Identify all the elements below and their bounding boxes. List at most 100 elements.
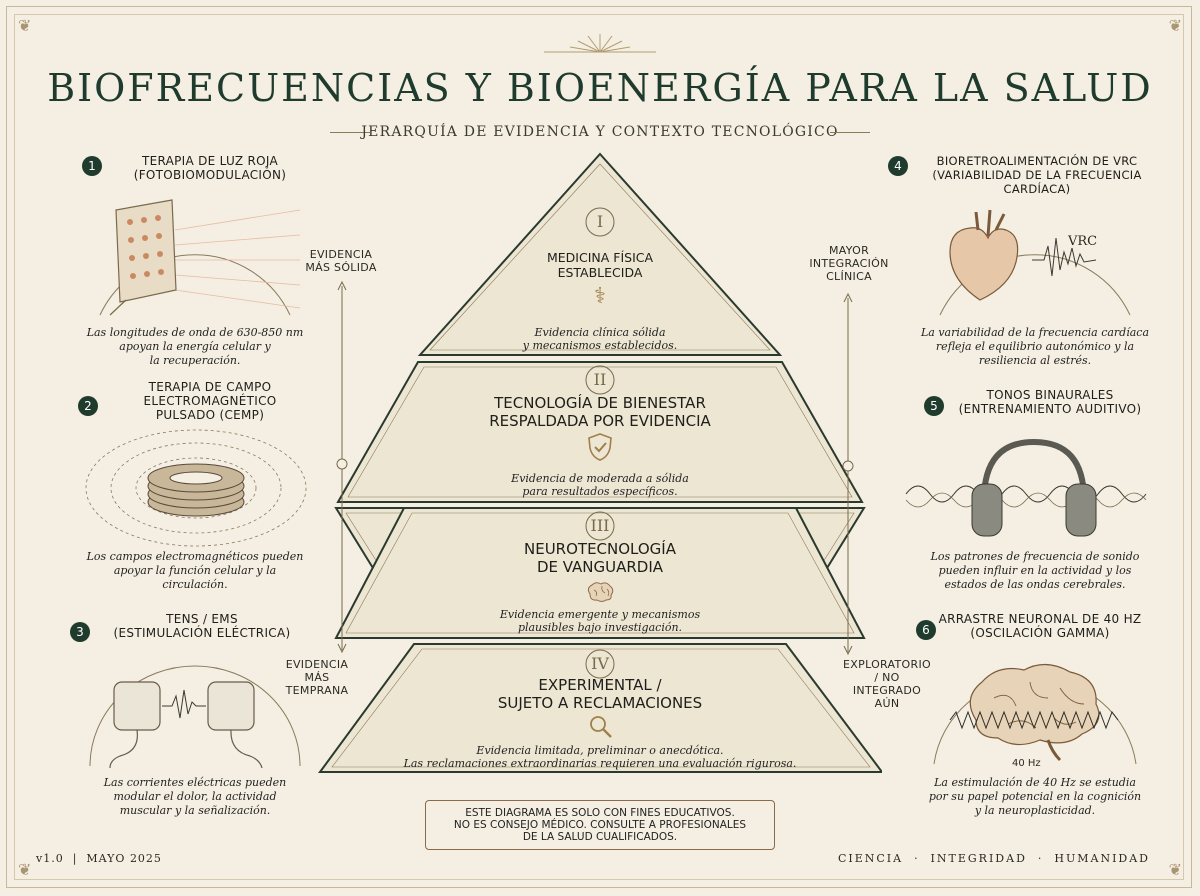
item-6-desc-line: La estimulación de 40 Hz se estudia xyxy=(934,776,1136,789)
item-3-desc-line: modular el dolor, la actividad xyxy=(113,790,277,803)
40hz-label: 40 Hz xyxy=(1012,758,1041,769)
corner-ornament-icon: ❦ xyxy=(18,16,32,35)
item-5-title-line: TONOS BINAURALES xyxy=(986,388,1114,402)
tier-3-desc-line: plausibles bajo investigación. xyxy=(517,621,683,634)
tier-4-label: EXPERIMENTAL / SUJETO A RECLAMACIONES xyxy=(420,676,780,712)
corner-ornament-icon: ❦ xyxy=(1168,16,1182,35)
values-footer: CIENCIA · INTEGRIDAD · HUMANIDAD xyxy=(837,852,1150,865)
item-2-desc-line: circulación. xyxy=(162,578,228,591)
numeral-circle xyxy=(585,365,615,395)
sunburst-ornament-icon xyxy=(544,34,656,53)
tier-1-desc-line: Evidencia clínica sólida xyxy=(534,326,666,339)
item-4-description: La variabilidad de la frecuencia cardíac… xyxy=(920,326,1150,368)
pyramid-tier-3-overlay xyxy=(334,507,866,639)
item-2-desc-line: Los campos electromagnéticos pueden xyxy=(86,550,304,563)
item-5-title-line: (ENTRENAMIENTO AUDITIVO) xyxy=(958,402,1142,416)
tier-4-description: Evidencia limitada, preliminar o anecdót… xyxy=(400,744,800,770)
tier-1-label: MEDICINA FÍSICA ESTABLECIDA xyxy=(480,250,720,280)
tier-2-numeral: II xyxy=(593,370,607,389)
item-3-desc-line: muscular y la señalización. xyxy=(119,804,271,817)
item-2-title: TERAPIA DE CAMPO ELECTROMAGNÉTICO PULSAD… xyxy=(90,380,330,422)
item-2-description: Los campos electromagnéticos pueden apoy… xyxy=(80,550,310,592)
tier-3-label-line: DE VANGUARDIA xyxy=(536,558,664,576)
numeral-circle xyxy=(585,511,615,541)
item-4-desc-line: La variabilidad de la frecuencia cardíac… xyxy=(920,326,1150,339)
item-2-title-line: TERAPIA DE CAMPO xyxy=(148,380,272,394)
item-4-title-line: BIORETROALIMENTACIÓN DE VRC xyxy=(936,154,1138,168)
pyramid-tier-2 xyxy=(336,361,864,503)
item-4-desc-line: resiliencia al estrés. xyxy=(978,354,1092,367)
tier-2-desc-line: Evidencia de moderada a sólida xyxy=(511,472,689,485)
tier-4-label-line: EXPERIMENTAL / xyxy=(538,676,662,694)
coil-field-icon xyxy=(85,429,307,547)
tier-4-label-line: SUJETO A RECLAMACIONES xyxy=(497,694,703,712)
page-title: BIOFRECUENCIAS Y BIOENERGÍA PARA LA SALU… xyxy=(47,66,1153,110)
disclaimer-box: ESTE DIAGRAMA ES SOLO CON FINES EDUCATIV… xyxy=(425,800,775,850)
item-5-desc-line: estados de las ondas cerebrales. xyxy=(944,578,1126,591)
item-number-badge: 4 xyxy=(888,156,908,176)
pyramid-tier-1 xyxy=(417,152,783,356)
item-4-desc-line: refleja el equilibrio autonómico y la xyxy=(935,340,1135,353)
item-number-badge: 1 xyxy=(82,156,102,176)
item-6-title-line: (OSCILACIÓN GAMMA) xyxy=(970,626,1110,640)
outer-frame xyxy=(6,6,1192,888)
shield-check-icon xyxy=(588,433,612,461)
left-axis-top-label: EVIDENCIA MÁS SÓLIDA xyxy=(305,248,377,274)
item-6-desc-line: y la neuroplasticidad. xyxy=(974,804,1096,817)
tier-1-label-line: ESTABLECIDA xyxy=(557,265,643,280)
item-1-desc-line: Las longitudes de onda de 630-850 nm xyxy=(86,326,304,339)
item-3-title-line: TENS / EMS xyxy=(166,612,238,626)
item-1-title-line: (FOTOBIOMODULACIÓN) xyxy=(133,168,287,182)
version-date-footer: v1.0 | MAYO 2025 xyxy=(36,852,162,865)
disclaimer-line: DE LA SALUD CUALIFICADOS. xyxy=(522,831,678,843)
item-5-description: Los patrones de frecuencia de sonido pue… xyxy=(920,550,1150,592)
item-6-title: ARRASTRE NEURONAL DE 40 HZ (OSCILACIÓN G… xyxy=(920,612,1160,640)
divider-line xyxy=(830,132,870,133)
tier-1-label-line: MEDICINA FÍSICA xyxy=(546,250,654,265)
item-6-title-line: ARRASTRE NEURONAL DE 40 HZ xyxy=(938,612,1142,626)
electrode-pads-icon xyxy=(89,665,301,768)
vrc-label: VRC xyxy=(1068,234,1098,249)
item-6-description: La estimulación de 40 Hz se estudia por … xyxy=(920,776,1150,818)
item-1-desc-line: la recuperación. xyxy=(149,354,241,367)
tier-1-desc-line: y mecanismos establecidos. xyxy=(522,339,678,352)
right-axis-arrow xyxy=(842,292,854,656)
tier-4-numeral: IV xyxy=(591,654,609,673)
left-axis-arrow xyxy=(336,280,348,654)
item-2-desc-line: apoyar la función celular y la xyxy=(113,564,277,577)
tier-2-label: TECNOLOGÍA DE BIENESTAR RESPALDADA POR E… xyxy=(420,394,780,430)
tier-3-numeral: III xyxy=(590,516,610,535)
item-5-desc-line: pueden influir en la actividad y los xyxy=(938,564,1132,577)
divider-line xyxy=(330,132,370,133)
item-2-title-line: PULSADO (CEMP) xyxy=(155,408,265,422)
item-1-desc-line: apoyan la energía celular y xyxy=(119,340,271,353)
item-5-desc-line: Los patrones de frecuencia de sonido xyxy=(930,550,1140,563)
page-subtitle: JERARQUÍA DE EVIDENCIA Y CONTEXTO TECNOL… xyxy=(361,124,839,140)
inner-frame xyxy=(14,14,1184,880)
item-number-badge: 2 xyxy=(78,396,98,416)
tier-1-description: Evidencia clínica sólida y mecanismos es… xyxy=(480,326,720,352)
corner-ornament-icon: ❦ xyxy=(18,860,32,879)
item-1-title: TERAPIA DE LUZ ROJA (FOTOBIOMODULACIÓN) xyxy=(90,154,330,182)
item-4-title: BIORETROALIMENTACIÓN DE VRC (VARIABILIDA… xyxy=(906,154,1168,196)
caduceus-icon: ⚕ xyxy=(594,284,606,309)
item-1-description: Las longitudes de onda de 630-850 nm apo… xyxy=(80,326,310,368)
item-4-title-line: (VARIABILIDAD DE LA FRECUENCIA CARDÍACA) xyxy=(932,168,1142,196)
right-axis-bottom-label: EXPLORATORIO / NO INTEGRADO AÚN xyxy=(843,658,931,710)
right-axis-top-label: MAYOR INTEGRACIÓN CLÍNICA xyxy=(809,244,889,283)
red-light-panel-icon xyxy=(99,199,301,316)
item-number-badge: 6 xyxy=(916,620,936,640)
item-1-title-line: TERAPIA DE LUZ ROJA xyxy=(141,154,279,168)
tier-2-description: Evidencia de moderada a sólida para resu… xyxy=(450,472,750,498)
tier-2-desc-line: para resultados específicos. xyxy=(522,485,678,498)
item-5-title: TONOS BINAURALES (ENTRENAMIENTO AUDITIVO… xyxy=(930,388,1170,416)
headphones-icon xyxy=(905,438,1147,537)
item-3-title: TENS / EMS (ESTIMULACIÓN ELÉCTRICA) xyxy=(82,612,322,640)
item-number-badge: 5 xyxy=(924,396,944,416)
item-6-desc-line: por su papel potencial en la cognición xyxy=(928,790,1142,803)
tier-3-description: Evidencia emergente y mecanismos plausib… xyxy=(440,608,760,634)
item-3-title-line: (ESTIMULACIÓN ELÉCTRICA) xyxy=(113,626,291,640)
disclaimer-line: ESTE DIAGRAMA ES SOLO CON FINES EDUCATIV… xyxy=(465,807,735,819)
tier-1-numeral: I xyxy=(596,212,604,231)
tier-3-label: NEUROTECNOLOGÍA DE VANGUARDIA xyxy=(440,540,760,576)
